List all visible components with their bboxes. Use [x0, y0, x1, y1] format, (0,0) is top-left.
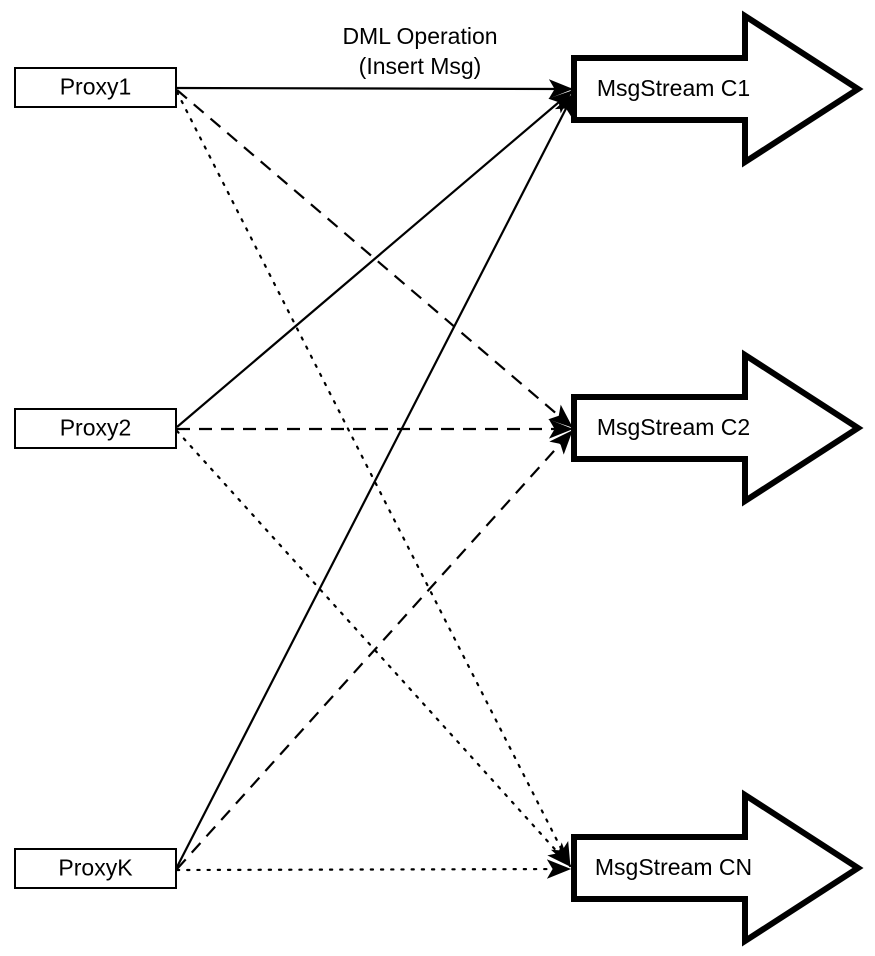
producer-box	[14, 67, 177, 108]
link-proxy2-to-c1	[176, 90, 573, 428]
block-arrow-icon	[571, 789, 864, 947]
channel-node-c2[interactable]: MsgStream C2	[571, 349, 864, 507]
link-line	[176, 90, 573, 428]
producer-node-proxyk[interactable]: ProxyK	[14, 848, 177, 889]
producer-box	[14, 848, 177, 889]
producer-label: Proxy1	[60, 74, 132, 100]
edge-annotation-line-2: (Insert Msg)	[359, 53, 482, 79]
channel-node-c1[interactable]: MsgStream C1	[571, 10, 864, 168]
producer-label: ProxyK	[58, 855, 133, 881]
link-line	[175, 90, 572, 868]
link-line	[176, 430, 573, 870]
link-proxy2-to-cn	[175, 429, 572, 868]
link-proxy1-to-cn	[175, 90, 572, 868]
producer-box	[14, 408, 177, 449]
link-line	[176, 79, 574, 99]
channel-label: MsgStream CN	[595, 854, 752, 880]
link-line	[175, 859, 572, 879]
link-proxyk-to-c2	[176, 430, 573, 870]
channel-label: MsgStream C1	[597, 75, 750, 101]
block-arrow-icon	[571, 10, 864, 168]
channel-label: MsgStream C2	[597, 414, 750, 440]
edge-annotation-line-1: DML Operation	[342, 23, 497, 49]
link-proxy1-to-c1	[176, 79, 574, 99]
link-line	[176, 92, 575, 868]
connection-layer	[175, 79, 575, 879]
link-proxyk-to-c1	[176, 92, 575, 868]
edge-annotation: DML Operation (Insert Msg)	[342, 23, 497, 79]
producer-node-proxy1[interactable]: Proxy1	[14, 67, 177, 108]
producer-node-proxy2[interactable]: Proxy2	[14, 408, 177, 449]
producer-label: Proxy2	[60, 415, 132, 441]
block-arrow-icon	[571, 349, 864, 507]
link-proxyk-to-cn	[175, 859, 572, 879]
channel-layer: MsgStream C1 MsgStream C2 MsgStream CN	[571, 10, 864, 947]
channel-node-cn[interactable]: MsgStream CN	[571, 789, 864, 947]
link-line	[175, 429, 572, 868]
